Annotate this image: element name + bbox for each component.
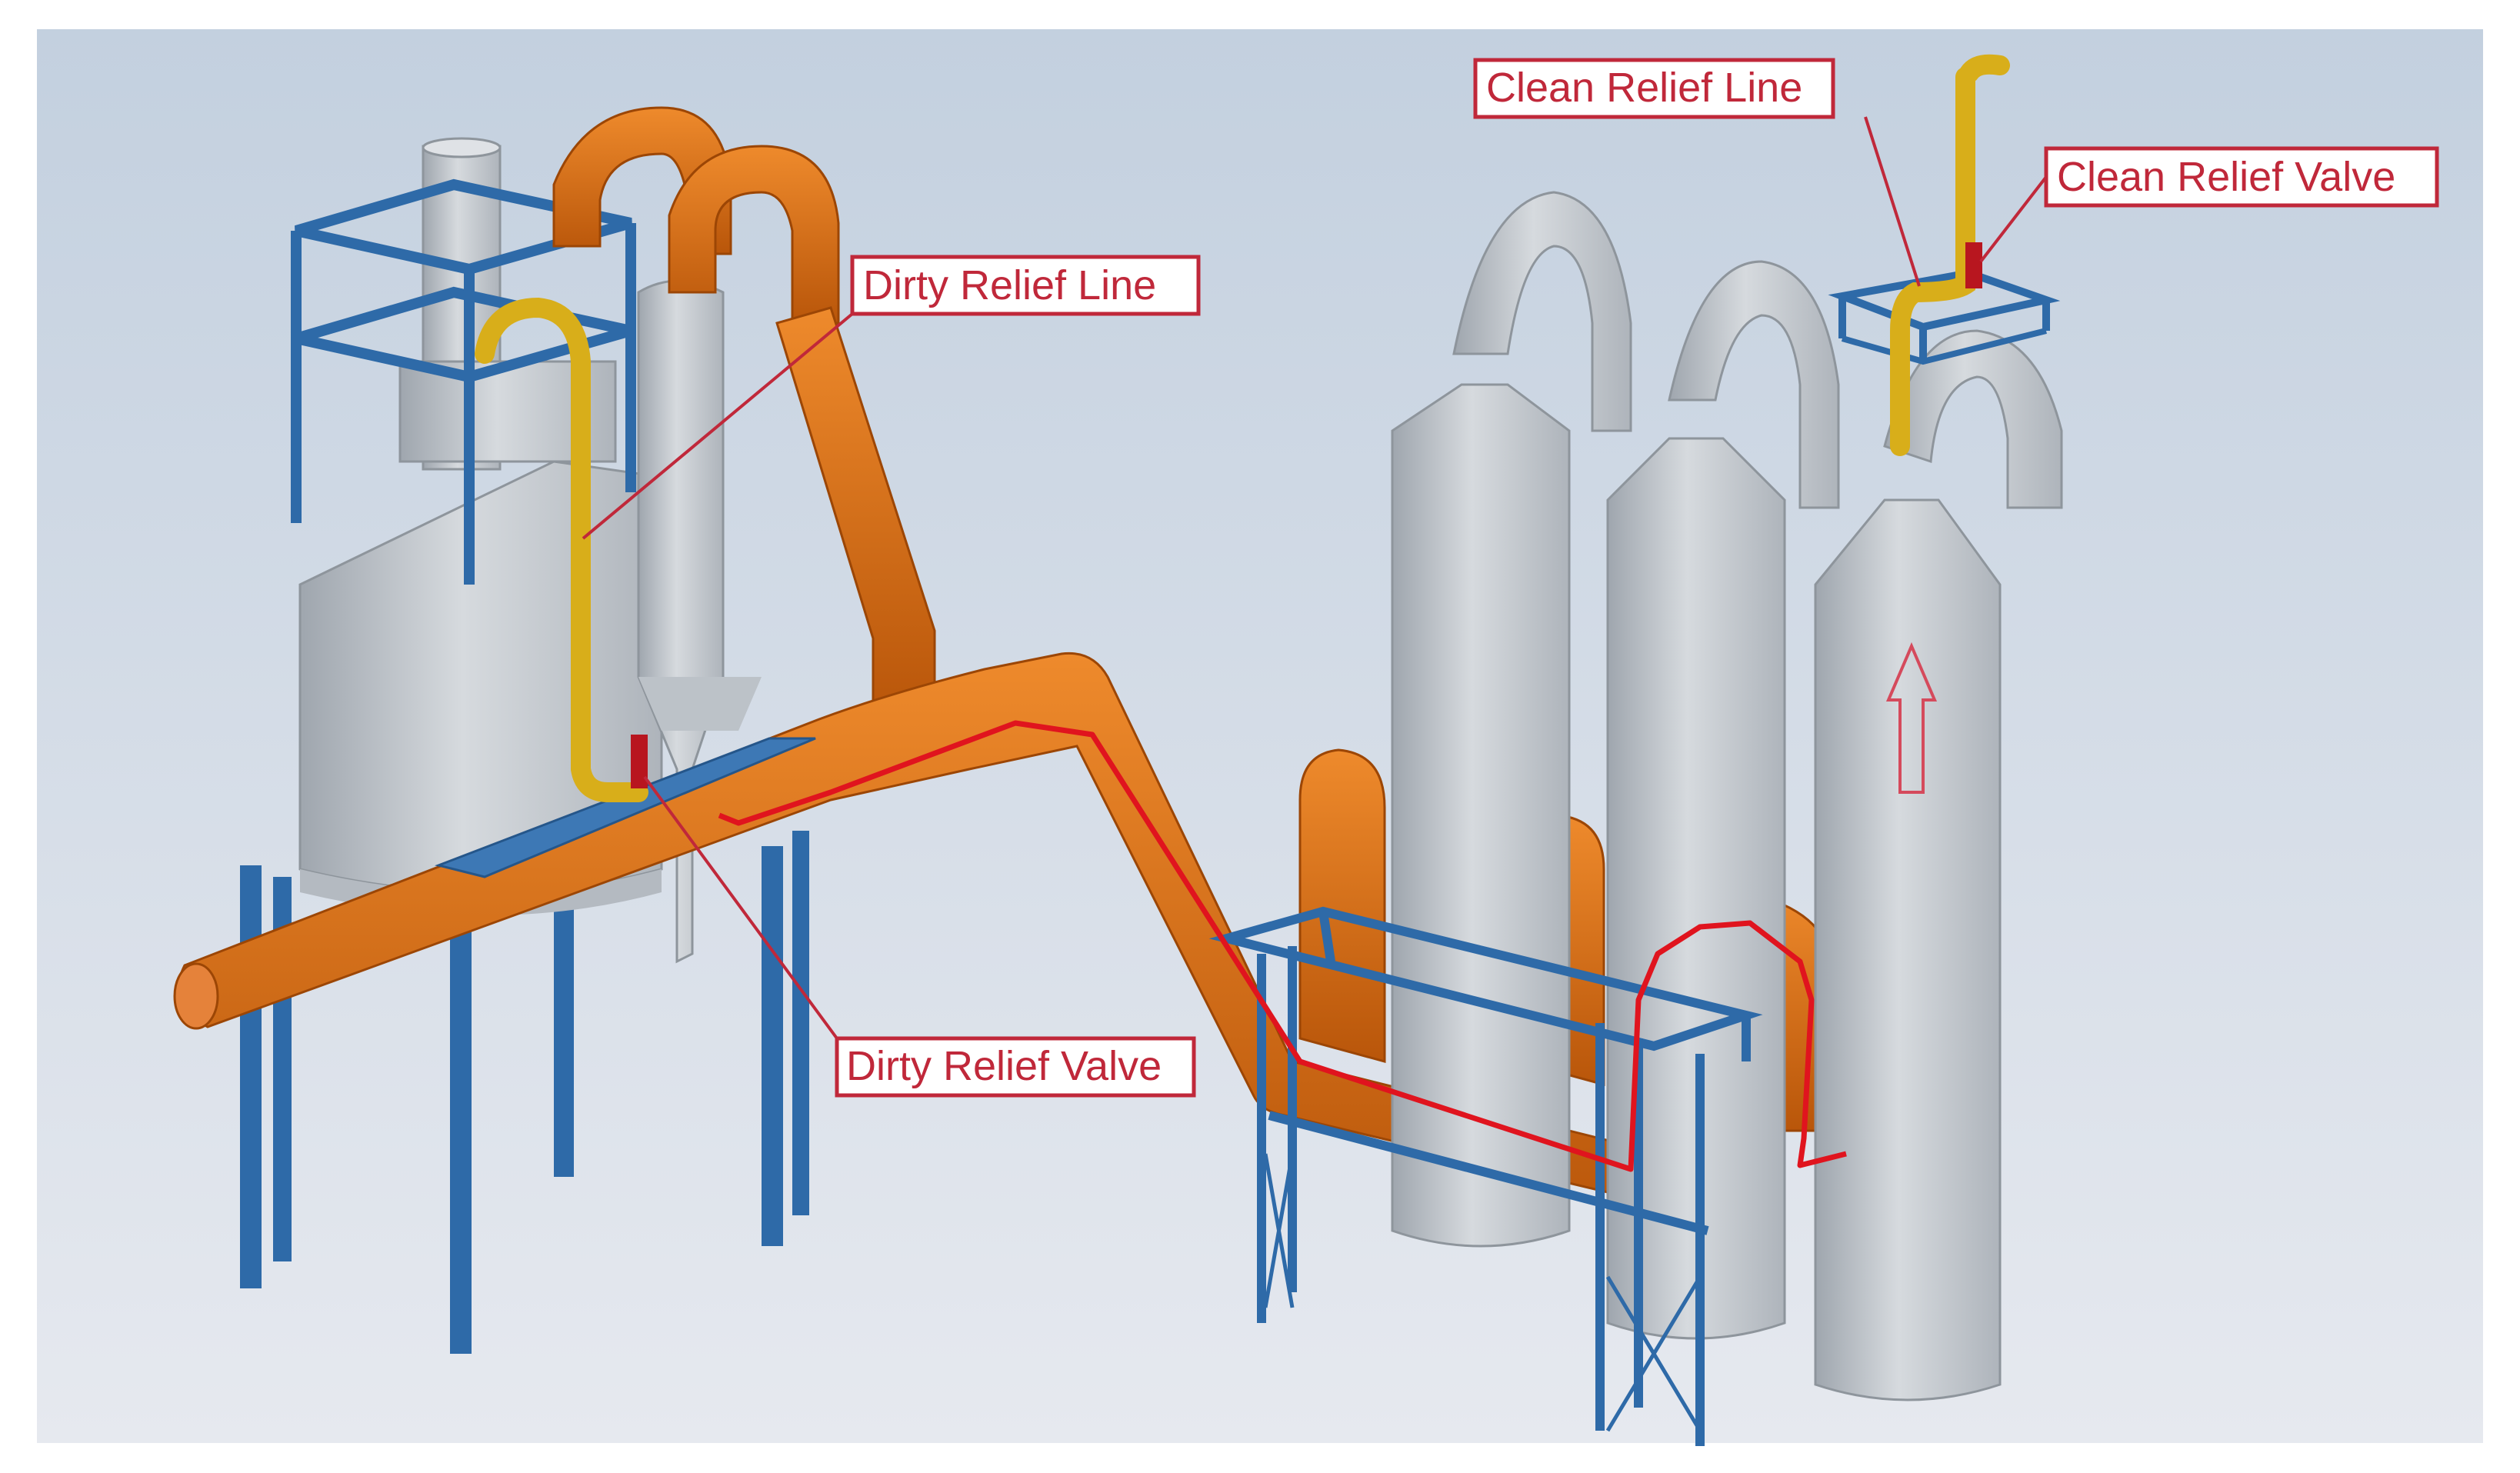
stack-1-body [1391, 383, 1571, 1248]
callout-label: Dirty Relief Line [863, 262, 1156, 308]
clean-relief-valve-body [1965, 242, 1982, 288]
callout-box [850, 255, 1201, 316]
relief-flow-path [718, 720, 1847, 1172]
pipe-rack-structure [1208, 906, 1763, 1446]
clean-relief-line-pipe [1890, 54, 2010, 456]
collector-upper-cone [398, 360, 617, 463]
callout-label: Dirty Relief Valve [846, 1043, 1162, 1089]
callout-box [835, 1036, 1196, 1098]
callout-label: Clean Relief Line [1486, 65, 1802, 111]
exhaust-stacks [1391, 191, 2063, 1401]
cyclone-cone [638, 677, 762, 731]
callout-box [1473, 58, 1835, 119]
dirty-relief-valve-body [631, 735, 648, 788]
stack-2-body [1606, 437, 1786, 1340]
leader-line [582, 312, 854, 540]
leader-line [643, 775, 838, 1040]
leader-line [1979, 175, 2048, 263]
stack-3-gooseneck [1883, 329, 2063, 509]
collector-stack-top [422, 137, 502, 158]
callout-label: Clean Relief Valve [2057, 154, 2395, 200]
access-platform [435, 737, 816, 878]
dirty-relief-line-pipe [475, 297, 648, 802]
callout-clean-relief-line: Clean Relief Line [1473, 58, 1921, 287]
callout-clean-relief-valve: Clean Relief Valve [1979, 146, 2439, 263]
callout-dirty-relief-valve: Dirty Relief Valve [643, 775, 1196, 1098]
callout-dirty-relief-line: Dirty Relief Line [582, 255, 1201, 540]
stack-1-gooseneck [1452, 191, 1632, 432]
stack-3-body [1814, 498, 2002, 1401]
stack-2-gooseneck [1668, 260, 1840, 509]
flow-up-arrow-icon [1885, 642, 1938, 794]
collector-top-scaffold [291, 178, 636, 585]
callout-box [2044, 146, 2439, 208]
leader-line [1864, 116, 1921, 287]
